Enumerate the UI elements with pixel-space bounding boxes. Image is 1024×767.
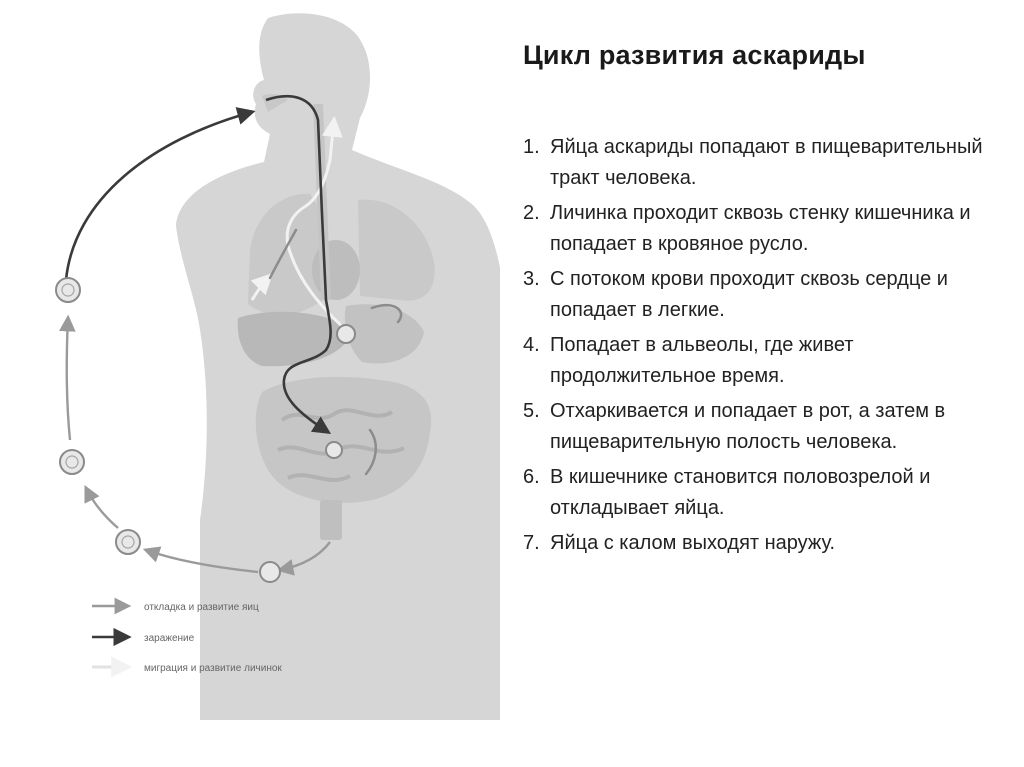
legend-item-infection: заражение [92,633,195,644]
roundworm-lifecycle-diagram: откладка и развитие яиц заражение миграц… [0,0,500,720]
step-number: 1. [523,132,550,194]
step-number: 3. [523,264,550,326]
legend-item-larva-migration: миграция и развитие личинок [92,663,282,674]
egg-icon [337,325,355,343]
step-item: 3.С потоком крови проходит сквозь сердце… [523,264,983,326]
step-number: 2. [523,198,550,260]
egg-icon [60,450,84,474]
lifecycle-steps-list: 1.Яйца аскариды попадают в пищеварительн… [523,132,983,563]
rectum [320,500,342,540]
egg-icon [260,562,280,582]
step-number: 4. [523,330,550,392]
step-item: 4.Попадает в альвеолы, где живет продолж… [523,330,983,392]
step-item: 6.В кишечнике становится половозрелой и … [523,462,983,524]
step-text: Яйца аскариды попадают в пищеварительный… [550,132,983,194]
step-text: Попадает в альвеолы, где живет продолжит… [550,330,983,392]
slide-title: Цикл развития аскариды [523,40,866,71]
step-text: С потоком крови проходит сквозь сердце и… [550,264,983,326]
step-item: 2.Личинка проходит сквозь стенку кишечни… [523,198,983,260]
egg-icon [326,442,342,458]
legend-item-egg-laying: откладка и развитие яиц [92,602,259,613]
step-number: 6. [523,462,550,524]
step-text: В кишечнике становится половозрелой и от… [550,462,983,524]
egg-arrow-2 [86,488,118,528]
step-text: Отхаркивается и попадает в рот, а затем … [550,396,983,458]
step-text: Яйца с калом выходят наружу. [550,528,983,559]
egg-icon [116,530,140,554]
step-number: 7. [523,528,550,559]
step-item: 5.Отхаркивается и попадает в рот, а зате… [523,396,983,458]
step-number: 5. [523,396,550,458]
step-item: 7.Яйца с калом выходят наружу. [523,528,983,559]
legend-label-infection: заражение [144,633,195,644]
egg-arrow-3 [67,318,70,440]
egg-icon [56,278,80,302]
legend-label-egg-laying: откладка и развитие яиц [144,602,259,613]
legend-label-larva-migration: миграция и развитие личинок [144,663,282,674]
step-item: 1.Яйца аскариды попадают в пищеварительн… [523,132,983,194]
step-text: Личинка проходит сквозь стенку кишечника… [550,198,983,260]
